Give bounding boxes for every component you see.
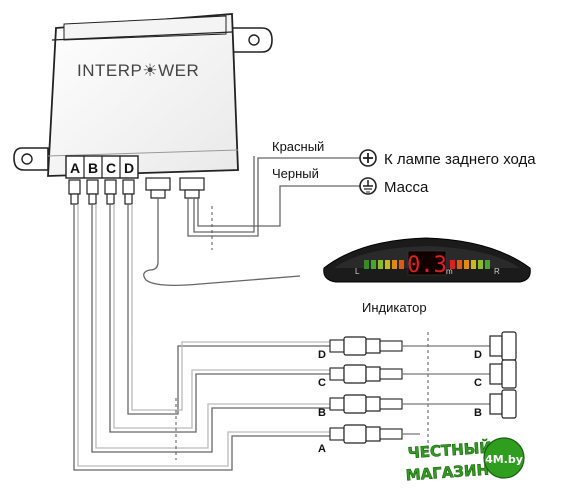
connector-label-a: A xyxy=(70,160,80,176)
distance-unit: m xyxy=(446,267,453,276)
connector-label-d: D xyxy=(124,160,134,176)
sensor-label-left: B xyxy=(318,407,326,419)
sensor-row-c: C C xyxy=(318,359,517,389)
sensor-rows: D D C C B B xyxy=(318,331,517,455)
brand-logo-text: INTERP☀WER xyxy=(77,61,199,80)
indicator-left-mark: L xyxy=(355,267,360,276)
shop-logo: ЧЕСТНЫЙ МАГАЗИН 4M.by xyxy=(405,437,525,485)
logo-line2: МАГАЗИН xyxy=(405,461,490,485)
sensor-row-b: B B xyxy=(318,389,517,419)
connector-block: A B C D xyxy=(65,155,205,205)
red-wire-label: Красный xyxy=(272,139,324,154)
sensor-label-right: D xyxy=(474,349,482,361)
logo-badge-text: 4M.by xyxy=(485,453,523,466)
circle-plus-icon xyxy=(359,149,377,167)
reverse-lamp-target: К лампе заднего хода xyxy=(384,151,536,168)
sensor-label-right: C xyxy=(474,377,482,389)
sensor-row-a: A xyxy=(318,424,420,455)
control-unit: INTERP☀WER xyxy=(13,13,273,177)
indicator-display: 0.3 m L R xyxy=(323,237,531,283)
sensor-label-left: D xyxy=(318,349,326,361)
logo-line1: ЧЕСТНЫЙ xyxy=(407,437,492,462)
ground-icon xyxy=(359,177,377,195)
distance-readout: 0.3 xyxy=(407,253,447,278)
indicator-caption: Индикатор xyxy=(362,300,427,315)
sensor-row-d: D D xyxy=(318,331,517,361)
indicator-right-mark: R xyxy=(494,267,500,276)
logo-badge-circle xyxy=(483,437,525,479)
connector-label-b: B xyxy=(88,160,98,176)
connector-label-c: C xyxy=(106,160,116,176)
sensor-label-left: A xyxy=(318,443,326,455)
wiring-lines xyxy=(73,156,360,471)
sensor-label-right: B xyxy=(474,407,482,419)
ground-target: Масса xyxy=(384,179,429,196)
sensor-label-left: C xyxy=(318,377,326,389)
black-wire-label: Черный xyxy=(272,166,319,181)
